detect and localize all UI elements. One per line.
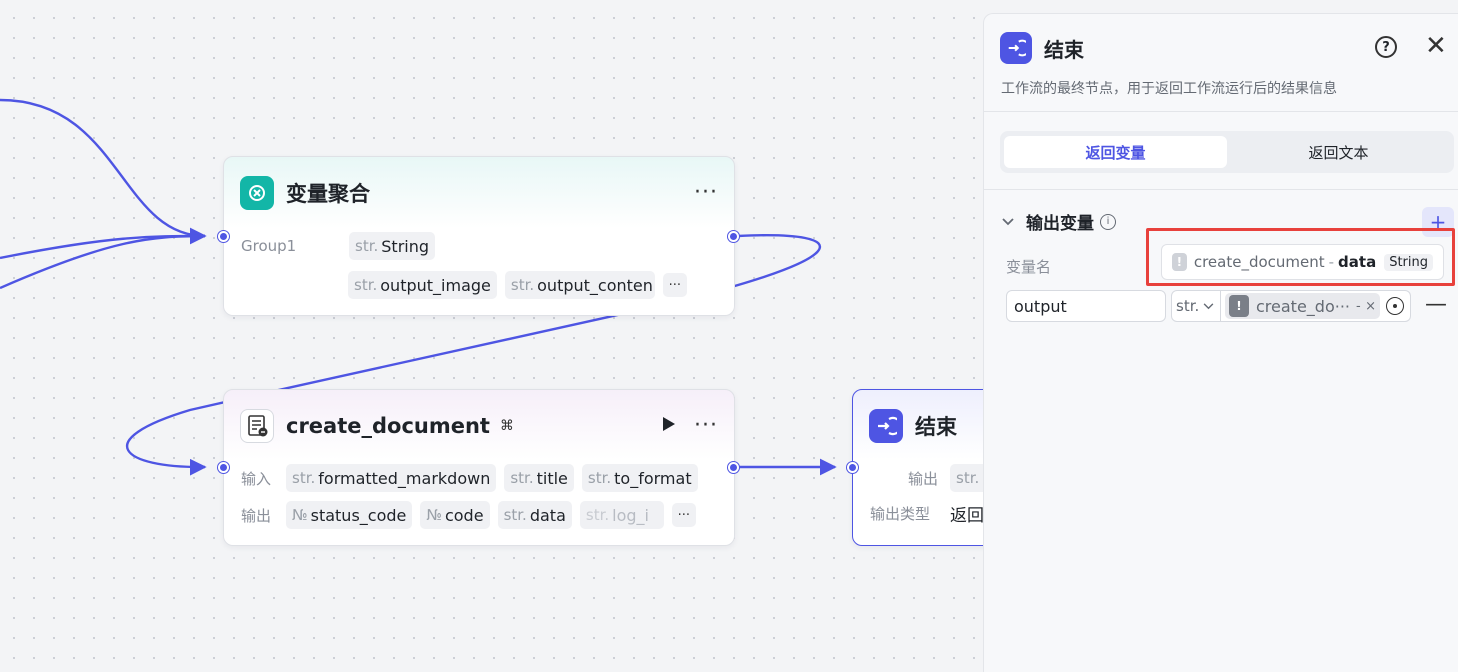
panel-header: 结束 bbox=[1000, 32, 1084, 64]
end-node-config-panel: 结束 ? ✕ 工作流的最终节点，用于返回工作流运行后的结果信息 返回变量 返回文… bbox=[983, 13, 1458, 672]
output-type-label: 输出类型 bbox=[870, 505, 931, 523]
play-icon bbox=[663, 417, 676, 431]
node-title: 变量聚合 bbox=[286, 182, 370, 206]
chevron-down-icon bbox=[1002, 217, 1014, 225]
node-title: 结束 bbox=[915, 415, 957, 439]
info-icon[interactable]: i bbox=[1100, 213, 1116, 230]
output-label: 输出 bbox=[907, 469, 938, 488]
input-port[interactable] bbox=[218, 462, 229, 473]
close-icon[interactable]: ✕ bbox=[1425, 31, 1447, 61]
output-port[interactable] bbox=[728, 462, 739, 473]
workflow-canvas[interactable]: 变量聚合 ··· Group1 str.String str.output_im… bbox=[0, 0, 1032, 672]
document-plugin-icon bbox=[240, 409, 274, 443]
reference-separator: - bbox=[1356, 298, 1361, 314]
output-type-value: 返回 bbox=[950, 506, 984, 526]
remove-reference-icon[interactable]: × bbox=[1365, 298, 1376, 314]
run-button[interactable] bbox=[662, 416, 676, 436]
node-header: 结束 bbox=[853, 390, 1031, 462]
create-document-node[interactable]: create_document ⌘ ··· 输入 str.formatted_m… bbox=[218, 389, 739, 546]
panel-title: 结束 bbox=[1044, 37, 1084, 62]
variable-reference-field[interactable]: ! create_do··· - × bbox=[1221, 290, 1411, 322]
panel-description: 工作流的最终节点，用于返回工作流运行后的结果信息 bbox=[1001, 81, 1337, 97]
divider bbox=[984, 111, 1458, 112]
output-var-tag: str.log_i bbox=[579, 501, 664, 529]
select-variable-icon[interactable] bbox=[1386, 297, 1404, 315]
variable-reference-tooltip: ! create_document - data String bbox=[1161, 244, 1444, 280]
input-var-tag: str.to_format bbox=[581, 464, 698, 492]
divider bbox=[984, 189, 1458, 190]
node-header: 变量聚合 ··· bbox=[224, 157, 734, 229]
variable-aggregate-icon bbox=[240, 176, 274, 210]
output-port[interactable] bbox=[728, 231, 739, 242]
tooltip-separator: - bbox=[1328, 253, 1335, 271]
node-title: create_document bbox=[286, 414, 490, 438]
warning-icon: ! bbox=[1229, 295, 1249, 317]
end-type-row: 输出类型 返回 bbox=[870, 501, 984, 526]
output-label: 输出 bbox=[241, 506, 272, 525]
inputs-row: 输入 str.formatted_markdown str.title str.… bbox=[241, 464, 706, 492]
edge-upstream-1 bbox=[0, 98, 207, 245]
highlight-annotation-box bbox=[1146, 228, 1455, 286]
group-type-tag: str.String bbox=[349, 232, 436, 260]
edge-upstream-2 bbox=[0, 234, 206, 260]
warning-icon: ! bbox=[1172, 253, 1187, 271]
section-title: 输出变量 bbox=[1026, 214, 1094, 234]
reference-chip[interactable]: ! create_do··· - × bbox=[1225, 293, 1380, 319]
node-header: create_document ⌘ ··· bbox=[224, 390, 734, 462]
more-vars-button[interactable]: ··· bbox=[671, 503, 696, 527]
end-node-icon bbox=[869, 409, 903, 443]
tooltip-node-name: create_document bbox=[1193, 253, 1325, 271]
variable-type-select[interactable]: str. bbox=[1171, 290, 1221, 322]
variable-name-input[interactable] bbox=[1006, 290, 1166, 322]
edge-layer bbox=[0, 98, 837, 476]
group-label: Group1 bbox=[241, 237, 297, 255]
chevron-down-icon bbox=[1203, 302, 1214, 309]
more-vars-button[interactable]: ··· bbox=[662, 273, 687, 297]
var-tag: str.output_conten bbox=[504, 271, 655, 299]
tab-return-variables[interactable]: 返回变量 bbox=[1004, 136, 1227, 168]
output-vars-section-header[interactable]: 输出变量 i bbox=[1002, 209, 1116, 234]
reference-node-name: create_do··· bbox=[1256, 296, 1350, 316]
var-tag: str.output_image bbox=[348, 271, 497, 299]
group-row: Group1 str.String bbox=[241, 232, 443, 260]
edge-upstream-3 bbox=[0, 234, 206, 290]
type-value: str. bbox=[1176, 297, 1200, 315]
input-var-tag: str.formatted_markdown bbox=[286, 464, 497, 492]
input-label: 输入 bbox=[241, 469, 272, 488]
return-mode-tabs: 返回变量 返回文本 bbox=[1000, 131, 1454, 173]
input-port[interactable] bbox=[847, 462, 858, 473]
variable-aggregator-node[interactable]: 变量聚合 ··· Group1 str.String str.output_im… bbox=[218, 156, 739, 316]
plugin-badge-icon: ⌘ bbox=[499, 418, 514, 434]
tab-return-text[interactable]: 返回文本 bbox=[1308, 143, 1369, 162]
output-var-tag: str.data bbox=[497, 501, 572, 529]
more-options-icon[interactable]: ··· bbox=[694, 413, 718, 438]
input-port[interactable] bbox=[218, 231, 229, 242]
end-node-icon bbox=[1000, 32, 1032, 64]
help-icon[interactable]: ? bbox=[1375, 36, 1397, 58]
more-options-icon[interactable]: ··· bbox=[694, 180, 718, 205]
group-vars-row: str.output_image str.output_conten ··· bbox=[348, 271, 687, 299]
variable-name-column-label: 变量名 bbox=[1006, 258, 1052, 276]
tooltip-variable-name: data bbox=[1338, 253, 1377, 271]
remove-variable-button[interactable]: — bbox=[1425, 292, 1447, 317]
input-var-tag: str.title bbox=[504, 464, 574, 492]
tooltip-type-badge: String bbox=[1384, 253, 1433, 271]
